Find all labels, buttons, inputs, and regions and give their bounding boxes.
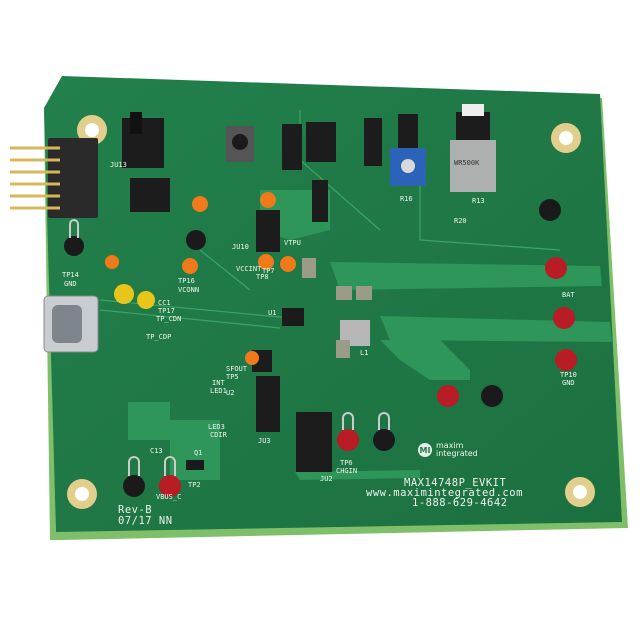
label-chgin: CHGIN — [336, 467, 358, 475]
mounting-hole — [551, 123, 581, 153]
label-vccint: VCCINT — [236, 265, 262, 273]
label-cdir: CDIR — [210, 431, 227, 439]
test-point-tp16[interactable] — [182, 258, 198, 274]
label-q1: Q1 — [194, 449, 203, 457]
label-l1: L1 — [360, 349, 369, 357]
capacitor — [302, 258, 316, 278]
label-tp6: TP6 — [340, 459, 353, 467]
label-ju13: JU13 — [110, 161, 127, 169]
label-tp-cdp: TP_CDP — [146, 333, 172, 341]
pin-header-left — [10, 138, 98, 218]
label-led3: LED3 — [208, 423, 225, 431]
board-date-code: 07/17 NN — [118, 515, 173, 527]
label-ju2: JU2 — [320, 475, 333, 483]
jumper[interactable] — [306, 122, 336, 162]
board-phone: 1-888-629-4642 — [412, 497, 508, 509]
test-point-bat[interactable] — [553, 307, 575, 329]
jumper[interactable] — [364, 118, 382, 166]
test-point-cc1[interactable] — [114, 284, 134, 304]
maxim-logo-icon: MI — [418, 443, 432, 457]
capacitor — [336, 340, 350, 358]
transistor-q1 — [186, 460, 204, 470]
jumper[interactable] — [130, 178, 170, 212]
test-point-black[interactable] — [186, 230, 206, 250]
jumper-ju10[interactable] — [256, 210, 280, 252]
logo-line1: maxim — [436, 441, 464, 450]
label-tp-cdn: TP_CDN — [156, 315, 182, 323]
test-point-tp8[interactable] — [258, 254, 274, 270]
label-int: INT — [212, 379, 225, 387]
potentiometer-r16[interactable] — [390, 148, 426, 186]
label-tp16: TP16 — [178, 277, 195, 285]
test-point-orange[interactable] — [192, 196, 208, 212]
label-r13: R13 — [472, 197, 485, 205]
mounting-hole — [67, 479, 97, 509]
test-point-tp14[interactable] — [64, 219, 84, 256]
label-ju10: JU10 — [232, 243, 249, 251]
test-point-gnd[interactable] — [373, 412, 395, 451]
mounting-hole — [565, 477, 595, 507]
copper-traces — [128, 190, 612, 480]
label-vconn: VCONN — [178, 286, 200, 294]
test-point-tp7[interactable] — [280, 256, 296, 272]
potentiometer-r13[interactable] — [450, 140, 496, 192]
mounting-hole — [77, 115, 107, 145]
test-point-right-red[interactable] — [545, 257, 567, 279]
test-point-orange[interactable] — [105, 255, 119, 269]
pushbutton[interactable] — [226, 126, 254, 162]
label-gnd: GND — [64, 280, 77, 288]
capacitor — [336, 286, 352, 300]
ic-u1 — [282, 308, 304, 326]
test-point-red[interactable] — [437, 385, 459, 407]
jumper[interactable] — [312, 180, 328, 222]
label-r16: R16 — [400, 195, 413, 203]
test-point-tp17[interactable] — [137, 291, 155, 309]
label-vtpu: VTPU — [284, 239, 301, 247]
label-c13: C13 — [150, 447, 163, 455]
board-website: www.maximintegrated.com — [366, 487, 523, 499]
test-point-right-black[interactable] — [539, 199, 561, 221]
label-bat: BAT — [562, 291, 575, 299]
test-point-gnd-mid[interactable] — [481, 385, 503, 407]
label-cc1: CC1 — [158, 299, 171, 307]
test-point-black[interactable] — [260, 192, 276, 208]
label-sfout: SFOUT — [226, 365, 248, 373]
label-vbus-c: VBUS_C — [156, 493, 182, 501]
label-r20: R20 — [454, 217, 467, 225]
label-tp8: TP8 — [256, 273, 269, 281]
capacitor — [356, 286, 372, 300]
test-point-tp5[interactable] — [245, 351, 259, 365]
jumper[interactable] — [282, 124, 302, 170]
label-pot: WR500K — [454, 159, 480, 167]
label-tp5: TP5 — [226, 373, 239, 381]
label-tp7: TP7 — [262, 267, 275, 275]
board-revision: Rev-B — [118, 504, 153, 516]
label-tp2: TP2 — [188, 481, 201, 489]
label-u1: U1 — [268, 309, 277, 317]
jumper-ju2[interactable] — [296, 412, 332, 472]
test-point-tp6[interactable] — [337, 412, 359, 451]
board-name: MAX14748P_EVKIT — [404, 477, 507, 489]
test-point-tp2[interactable] — [159, 456, 181, 497]
logo-line2: integrated — [436, 449, 478, 458]
test-point-tp10[interactable] — [555, 349, 577, 371]
label-tp14: TP14 — [62, 271, 79, 279]
label-led1: LED1 — [210, 387, 227, 395]
jumper-ju13[interactable] — [122, 112, 164, 168]
label-ju3: JU3 — [258, 437, 271, 445]
jumper[interactable] — [398, 114, 418, 158]
label-tp10: TP10 — [560, 371, 577, 379]
test-point-black-bottom[interactable] — [123, 456, 145, 497]
label-gnd-right: GND — [562, 379, 575, 387]
label-u2: U2 — [226, 389, 235, 397]
label-tp17: TP17 — [158, 307, 175, 315]
